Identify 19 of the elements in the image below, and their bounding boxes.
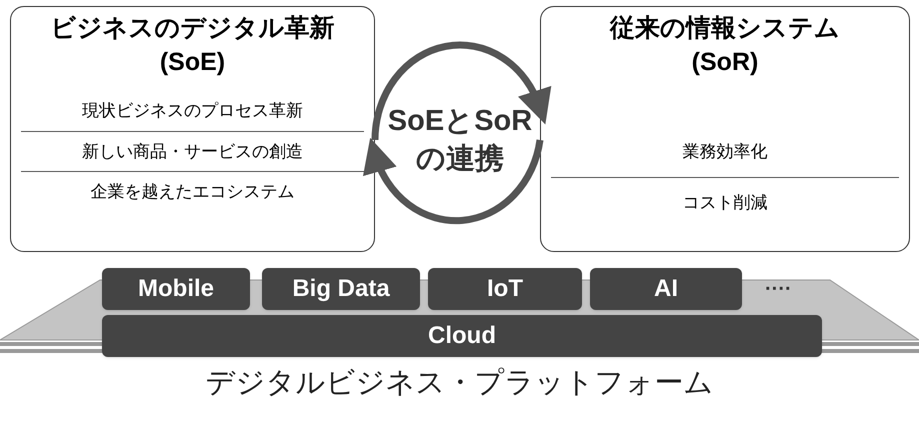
cycle-arrow xyxy=(364,138,544,224)
tech-block: Big Data xyxy=(262,268,420,310)
platform-title: デジタルビジネス・プラットフォーム xyxy=(206,366,714,401)
panel-heading: 従来の情報システム (SoR) xyxy=(608,13,841,78)
item-text: 業務効率化 xyxy=(682,141,768,164)
center-label: SoEとSoRの連携 xyxy=(386,104,534,177)
ellipsis-text: ···· xyxy=(765,277,792,302)
tech-block: Mobile xyxy=(102,268,250,310)
item-text: 企業を越えたエコシステム xyxy=(90,180,294,203)
panel-heading: ビジネスのデジタル革新 (SoE) xyxy=(50,13,336,78)
tech-block: AI xyxy=(590,268,742,310)
tech-block: IoT xyxy=(428,268,582,310)
item-text: コスト削減 xyxy=(682,192,768,214)
cycle-arrow xyxy=(372,42,550,140)
item-text: 現状ビジネスのプロセス革新 xyxy=(82,100,303,122)
system-panel xyxy=(540,6,910,252)
item-text: 新しい商品・サービスの創造 xyxy=(82,140,303,163)
tech-block: Cloud xyxy=(102,315,822,357)
system-panel xyxy=(10,6,375,252)
